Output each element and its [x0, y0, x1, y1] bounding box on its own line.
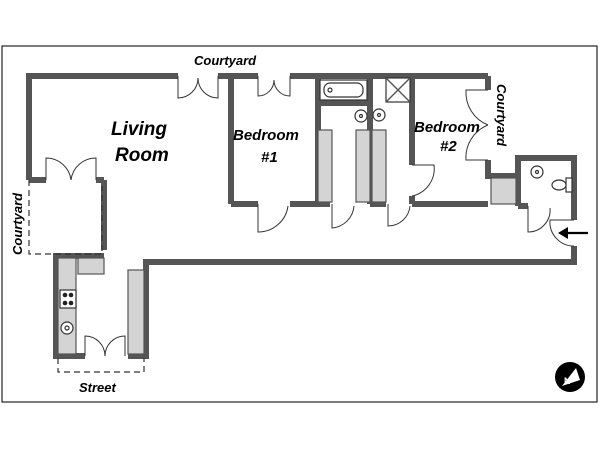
exterior-outlines [28, 180, 145, 373]
kitchen-counter [77, 257, 105, 275]
sink-icon [354, 109, 368, 123]
sink-icon [530, 165, 544, 179]
sink-icon [60, 321, 74, 335]
sink-icon [372, 108, 386, 122]
bedroom2-label: #2 [440, 138, 457, 155]
courtyard-label-left: Courtyard [10, 192, 25, 255]
courtyard-label-top: Courtyard [194, 53, 257, 68]
closet [317, 129, 333, 203]
street-label: Street [79, 380, 117, 395]
bedroom1-label: Bedroom [233, 127, 299, 144]
closet [490, 177, 517, 205]
closet [355, 129, 371, 203]
plan-frame [1, 45, 598, 403]
courtyard-label-right: Courtyard [494, 84, 509, 147]
closet [371, 129, 387, 203]
bedroom2-label: Bedroom [414, 119, 480, 136]
bedroom1-label: #1 [261, 149, 278, 166]
living-room-label: Room [115, 145, 169, 166]
toilet-icon [551, 177, 573, 193]
compass-icon: N [555, 362, 585, 392]
outer-walls [26, 73, 577, 359]
shower-icon [385, 77, 411, 103]
living-room-label: Living [111, 119, 167, 140]
entrance-arrow-icon [558, 227, 588, 239]
doors [45, 76, 575, 357]
svg-text:N: N [564, 376, 571, 386]
bathtub-icon [319, 79, 368, 101]
stove-icon [59, 289, 77, 309]
kitchen-counter [127, 269, 145, 355]
